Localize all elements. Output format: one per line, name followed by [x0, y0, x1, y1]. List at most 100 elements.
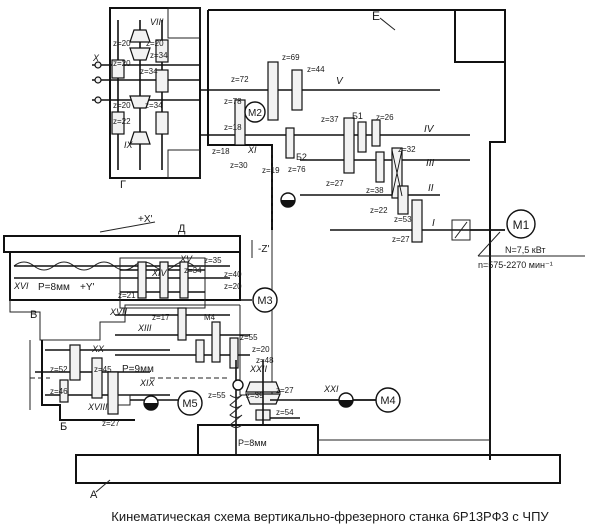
- svg-text:z=69: z=69: [282, 53, 300, 62]
- svg-text:z=18: z=18: [212, 147, 230, 156]
- letter-b: Б: [60, 421, 67, 433]
- svg-text:P=9мм: P=9мм: [122, 364, 154, 375]
- svg-text:z=30: z=30: [230, 161, 248, 170]
- svg-text:P=8мм: P=8мм: [238, 438, 267, 448]
- svg-text:z=78: z=78: [224, 97, 242, 106]
- svg-text:XV: XV: [179, 254, 193, 264]
- svg-text:z=32: z=32: [398, 145, 416, 154]
- svg-text:z=19: z=19: [262, 166, 280, 175]
- svg-text:M3: M3: [257, 295, 272, 307]
- svg-text:z=55: z=55: [208, 391, 226, 400]
- brake-symbols: [143, 192, 354, 411]
- svg-text:z=44: z=44: [307, 65, 325, 74]
- svg-text:z=38: z=38: [366, 186, 384, 195]
- axis-labels: +X' -Z' P=8мм +Y' P=9мм P=8мм: [38, 214, 269, 448]
- svg-text:+Y': +Y': [80, 282, 95, 293]
- svg-text:z=34: z=34: [145, 101, 163, 110]
- svg-text:z=76: z=76: [288, 165, 306, 174]
- svg-text:z=27: z=27: [326, 179, 344, 188]
- svg-text:z=53: z=53: [394, 215, 412, 224]
- svg-text:z=27: z=27: [102, 419, 120, 428]
- svg-text:XVI: XVI: [13, 281, 29, 291]
- svg-text:z=54: z=54: [276, 408, 294, 417]
- svg-text:z=72: z=72: [231, 75, 249, 84]
- svg-text:z=34: z=34: [140, 67, 158, 76]
- gear-labels: z=20 z=20 z=34 z=34 z=20 z=20 z=34 z=22 …: [50, 39, 416, 428]
- svg-text:z=37: z=37: [321, 115, 339, 124]
- svg-text:XIV: XIV: [151, 268, 168, 278]
- svg-text:VIII: VIII: [150, 17, 164, 27]
- clutch-labels: Б1 Б2 M4: [204, 111, 363, 322]
- letter-v: В: [30, 309, 37, 321]
- svg-text:-Z': -Z': [258, 244, 269, 255]
- svg-text:XVII: XVII: [109, 307, 128, 317]
- svg-text:M4: M4: [380, 395, 395, 407]
- svg-text:z=27: z=27: [276, 386, 294, 395]
- svg-text:XIII: XIII: [137, 323, 152, 333]
- svg-text:M2: M2: [248, 108, 262, 119]
- svg-text:+X': +X': [138, 214, 153, 225]
- svg-text:z=20: z=20: [113, 39, 131, 48]
- svg-text:z=48: z=48: [256, 356, 274, 365]
- svg-text:z=20: z=20: [113, 59, 131, 68]
- svg-text:n=575-2270 мин⁻¹: n=575-2270 мин⁻¹: [478, 260, 553, 270]
- motor-m5: M5: [130, 390, 203, 416]
- svg-text:II: II: [428, 183, 434, 194]
- main-drive: [200, 61, 505, 243]
- svg-text:P=8мм: P=8мм: [38, 282, 70, 293]
- svg-text:z=21: z=21: [118, 291, 136, 300]
- svg-text:V: V: [336, 76, 344, 87]
- svg-text:Б2: Б2: [296, 152, 307, 162]
- svg-text:z=46: z=46: [50, 387, 68, 396]
- svg-text:z=45: z=45: [94, 365, 112, 374]
- svg-text:XXII: XXII: [249, 364, 268, 374]
- svg-text:z=34: z=34: [184, 266, 202, 275]
- svg-text:z=52: z=52: [50, 365, 68, 374]
- svg-text:z=27: z=27: [392, 235, 410, 244]
- column-body-outline: [207, 9, 506, 460]
- svg-text:XX: XX: [91, 344, 105, 354]
- svg-text:I: I: [432, 218, 435, 229]
- letter-a: А: [90, 489, 98, 501]
- cross-feed-gearing: [29, 340, 170, 415]
- svg-text:z=40: z=40: [224, 270, 242, 279]
- letter-g: Г: [120, 179, 126, 191]
- machine-base: [75, 424, 561, 484]
- svg-text:z=20: z=20: [224, 282, 242, 291]
- svg-text:N=7,5 кВт: N=7,5 кВт: [505, 245, 546, 255]
- svg-text:III: III: [426, 158, 435, 169]
- svg-text:z=20: z=20: [252, 345, 270, 354]
- motor-m1: M1: [470, 209, 536, 239]
- svg-text:M5: M5: [182, 398, 197, 410]
- svg-text:z=20: z=20: [113, 101, 131, 110]
- svg-text:IV: IV: [424, 124, 435, 135]
- svg-text:z=35: z=35: [204, 256, 222, 265]
- svg-text:XVIII: XVIII: [87, 402, 108, 412]
- svg-text:IX: IX: [124, 140, 134, 150]
- feed-gearbox: [115, 257, 250, 369]
- svg-text:XI: XI: [247, 145, 257, 155]
- letter-d: Д: [178, 223, 186, 235]
- figure-caption: Кинематическая схема вертикально-фрезерн…: [111, 509, 549, 524]
- motor-m1-specs: N=7,5 кВт n=575-2270 мин⁻¹: [477, 231, 585, 270]
- svg-text:M1: M1: [513, 218, 530, 232]
- svg-text:z=17: z=17: [152, 313, 170, 322]
- shaft-numerals: I II III IV V VIII IX X XI XIV XV XVI XV…: [13, 17, 435, 412]
- motor-m3: M3: [205, 287, 278, 313]
- head-gearbox: [92, 7, 201, 179]
- svg-text:Б1: Б1: [352, 111, 363, 121]
- svg-text:z=34: z=34: [150, 51, 168, 60]
- svg-text:XIX: XIX: [139, 378, 156, 388]
- svg-text:X: X: [92, 53, 100, 63]
- letter-e: Е: [372, 9, 380, 23]
- part-letters: Е Д Г В Б А: [30, 9, 396, 501]
- svg-text:z=22: z=22: [113, 117, 131, 126]
- motor-m4: M4: [300, 387, 401, 413]
- svg-text:z=20: z=20: [146, 39, 164, 48]
- svg-text:z=55: z=55: [240, 333, 258, 342]
- svg-text:z=22: z=22: [370, 206, 388, 215]
- svg-text:z=26: z=26: [376, 113, 394, 122]
- motor-m2: M2: [244, 101, 266, 123]
- svg-text:z=39: z=39: [246, 391, 264, 400]
